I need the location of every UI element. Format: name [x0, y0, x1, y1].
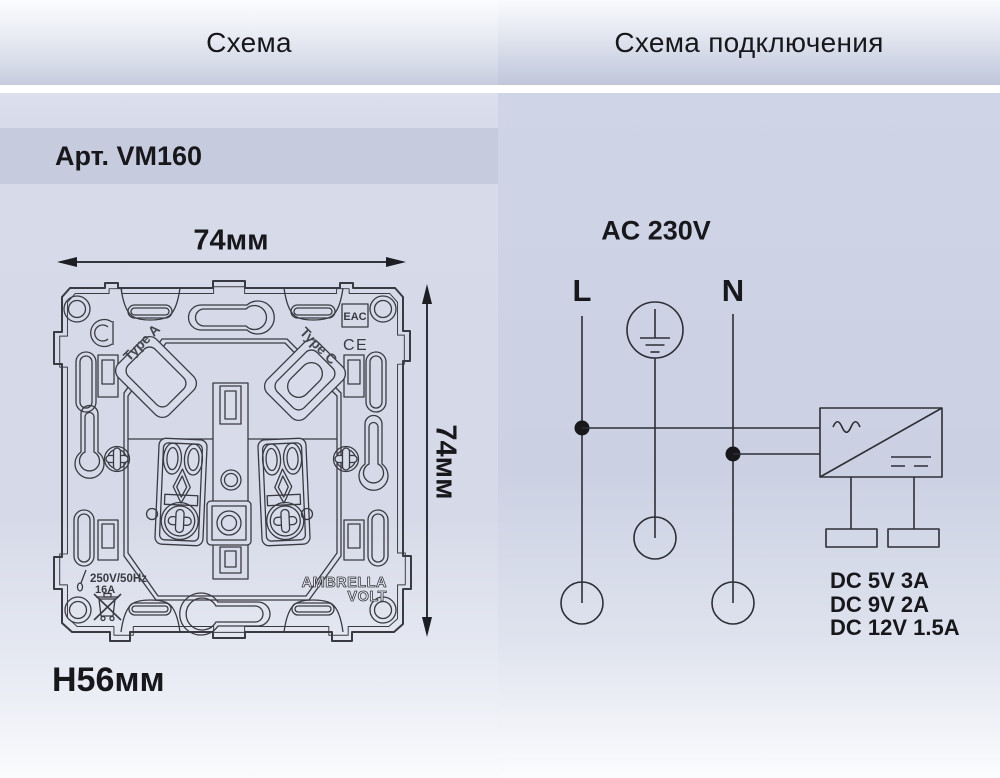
depth-dimension-label: H56мм [52, 661, 165, 699]
dc-output-3: DC 12V 1.5A [830, 615, 960, 640]
width-dimension-label: 74мм [193, 224, 269, 257]
article-band: Арт. VM160 [0, 128, 498, 184]
height-dimension-label: 74мм [429, 424, 462, 500]
header-right-title: Схема подключения [614, 26, 884, 58]
neutral-label: N [721, 273, 745, 308]
ac-input-label: AC 230V [601, 215, 711, 246]
header-left-title: Схема [206, 26, 292, 58]
dc-output-2: DC 9V 2A [830, 591, 930, 617]
line-label: L [572, 273, 592, 308]
panel-wiring [498, 93, 1000, 778]
article-label: Арт. VM160 [55, 140, 203, 171]
header-left: Схема [0, 0, 498, 85]
dc-output-1: DC 5V 3A [830, 568, 930, 593]
header-right: Схема подключения [498, 0, 1000, 85]
